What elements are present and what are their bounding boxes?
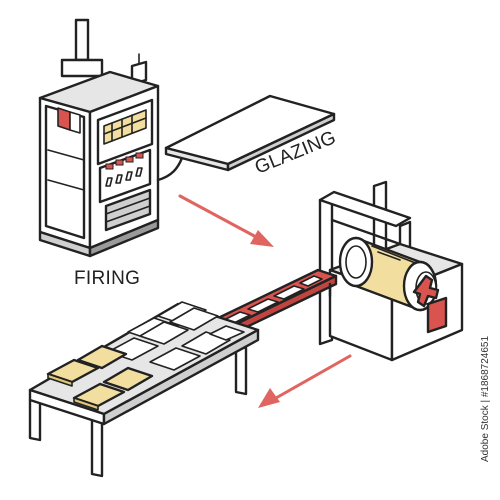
firing-kiln-icon [38, 18, 184, 258]
red-conveyor-icon [212, 268, 338, 348]
tile-table-icon [28, 301, 260, 478]
flow-arrow-2-icon [258, 354, 352, 408]
glazing-roller-machine-icon [318, 180, 464, 362]
firing-label: FIRING [74, 268, 140, 289]
glazing-board-icon [164, 94, 336, 172]
flow-arrow-1-icon [178, 194, 274, 247]
watermark-id: Adobe Stock | #1868724651 [480, 336, 491, 462]
